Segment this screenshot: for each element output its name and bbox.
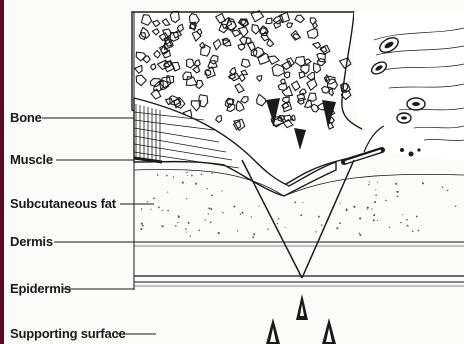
- label-subcutaneous-fat: Subcutaneous fat: [10, 196, 116, 211]
- pressure-arrows: [266, 294, 336, 344]
- label-epidermis: Epidermis: [10, 281, 71, 296]
- label-supporting-surface: Supporting surface: [10, 326, 126, 341]
- label-bone: Bone: [10, 110, 42, 125]
- label-dermis: Dermis: [10, 234, 53, 249]
- label-muscle: Muscle: [10, 152, 53, 167]
- pressure-ulcer-diagram: [4, 0, 464, 344]
- diagram-frame: Bone Muscle Subcutaneous fat Dermis Epid…: [4, 0, 464, 344]
